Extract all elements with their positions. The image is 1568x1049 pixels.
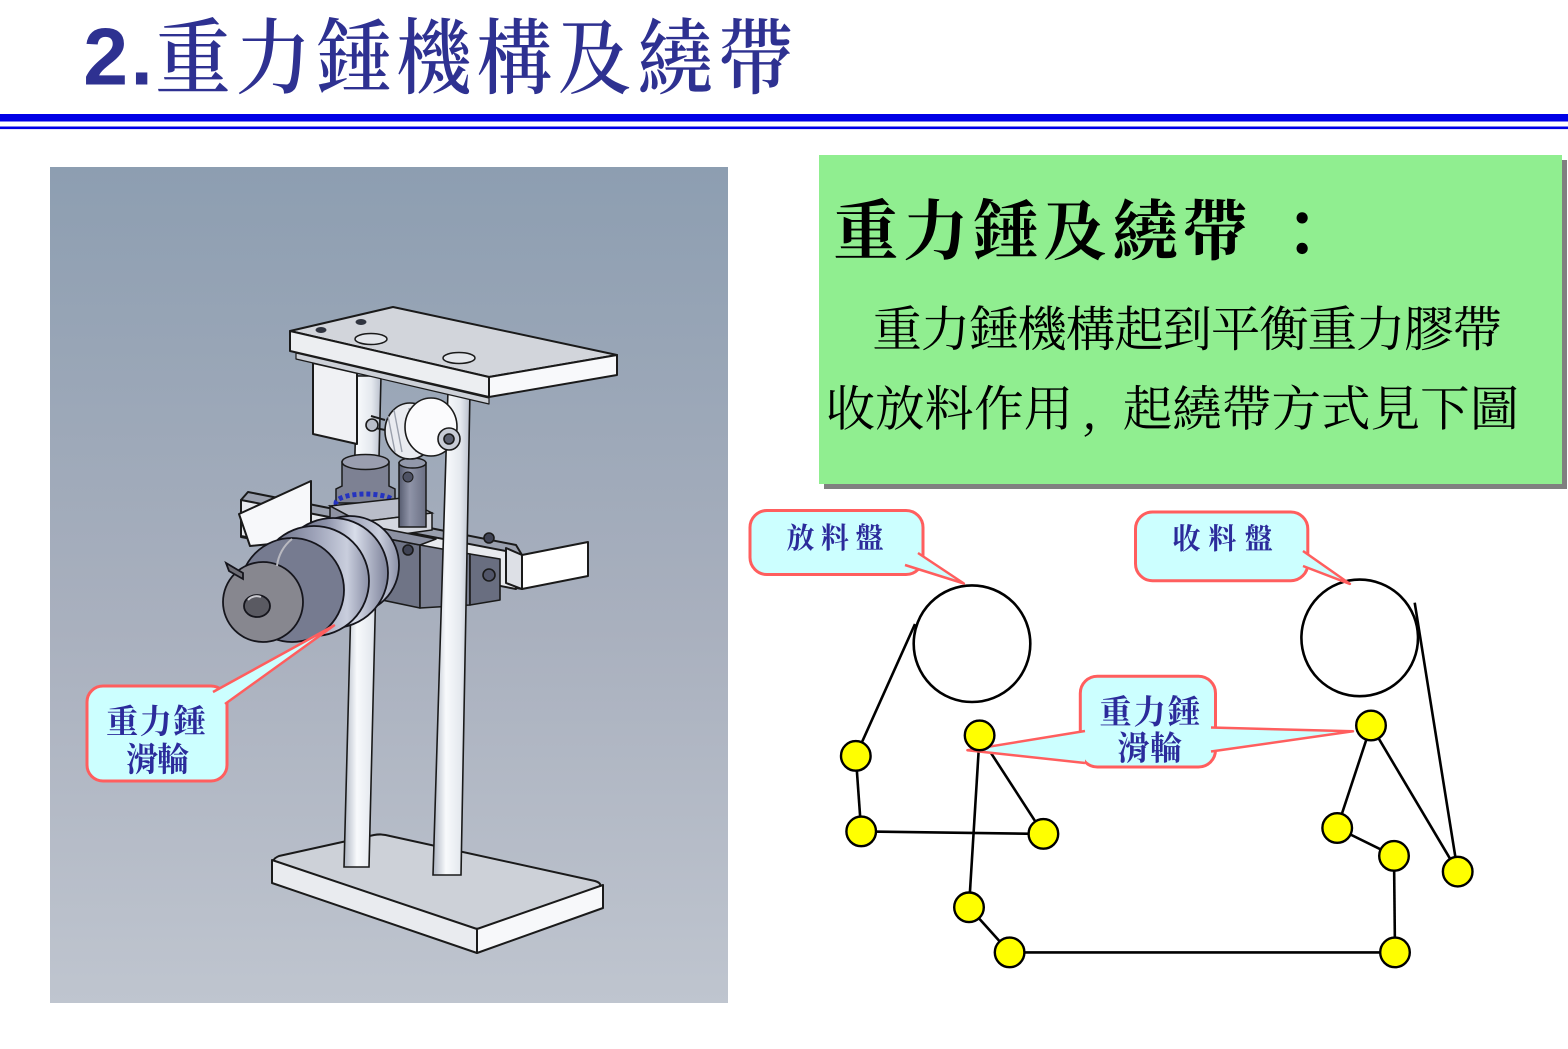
svg-text:.: . (131, 13, 153, 103)
svg-text:2: 2 (83, 13, 128, 103)
